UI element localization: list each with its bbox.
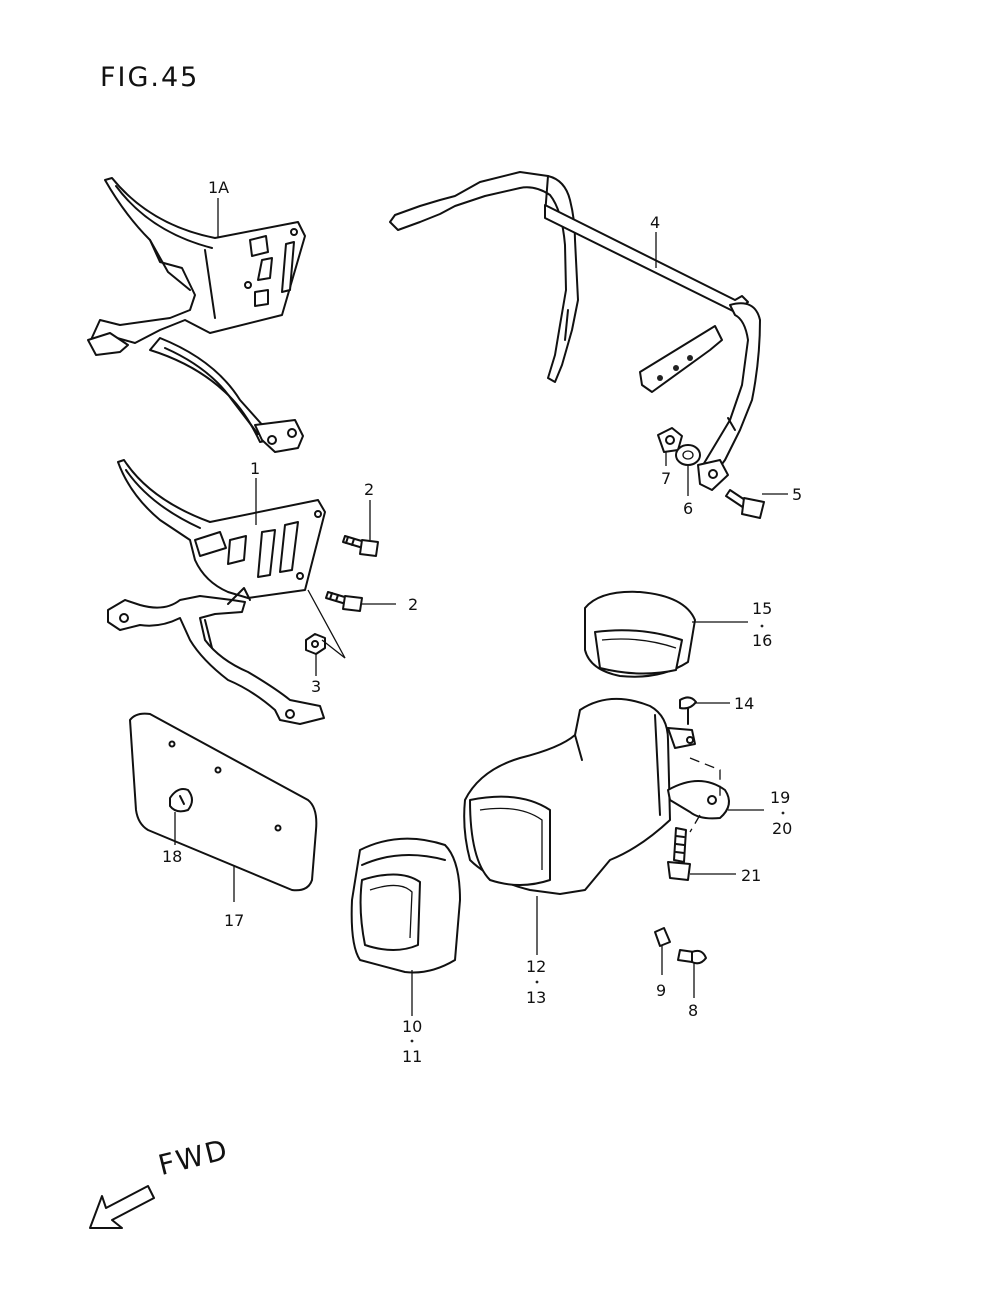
bolt-21 (667, 827, 691, 881)
part-intake-duct-12-13 (463, 697, 696, 895)
fastener-18 (169, 788, 193, 813)
figure-title: FIG.45 (100, 62, 200, 93)
callout-17: 17 (224, 911, 244, 930)
grommet-6 (675, 444, 701, 466)
callout-11: 11 (402, 1047, 422, 1066)
callout-20: 20 (772, 819, 792, 838)
clamp-19-20 (667, 780, 730, 820)
callout-3: 3 (311, 677, 321, 696)
callout-16: 16 (752, 631, 772, 650)
callout-10: 10 (402, 1017, 422, 1036)
nut-3 (305, 633, 326, 655)
callout-12: 12 (526, 957, 546, 976)
part-frame-pipe-4 (389, 171, 761, 491)
bolt-2-lower (325, 591, 363, 612)
callout-15: 15 (752, 599, 772, 618)
bolt-2-upper (342, 535, 379, 557)
callout-13: 13 (526, 988, 546, 1007)
leader-lines (174, 198, 788, 1016)
callout-19: 19 (770, 788, 790, 807)
part-duct-inlet-15-16 (584, 590, 696, 678)
callout-7: 7 (661, 469, 671, 488)
callout-8: 8 (688, 1001, 698, 1020)
callout-2-upper: 2 (364, 480, 374, 499)
part-bracket-1 (107, 459, 326, 725)
part-air-scoop-10-11 (350, 837, 461, 974)
callout-9: 9 (656, 981, 666, 1000)
callout-1a: 1A (208, 178, 229, 197)
part-cover-plate-17 (129, 712, 318, 892)
clip-9 (654, 927, 671, 947)
collar-7 (657, 427, 683, 453)
screw-14 (679, 696, 697, 725)
callout-21: 21 (741, 866, 761, 885)
callout-14: 14 (734, 694, 754, 713)
callout-2-lower: 2 (408, 595, 418, 614)
pair-separators (410, 624, 785, 1043)
callout-5: 5 (792, 485, 802, 504)
callout-6: 6 (683, 499, 693, 518)
callout-4: 4 (650, 213, 660, 232)
callout-1: 1 (250, 459, 260, 478)
part-bracket-1a (87, 177, 306, 453)
screw-8 (677, 949, 707, 965)
bolt-5 (725, 489, 765, 519)
fwd-arrow-icon (89, 1185, 155, 1229)
callout-18: 18 (162, 847, 182, 866)
